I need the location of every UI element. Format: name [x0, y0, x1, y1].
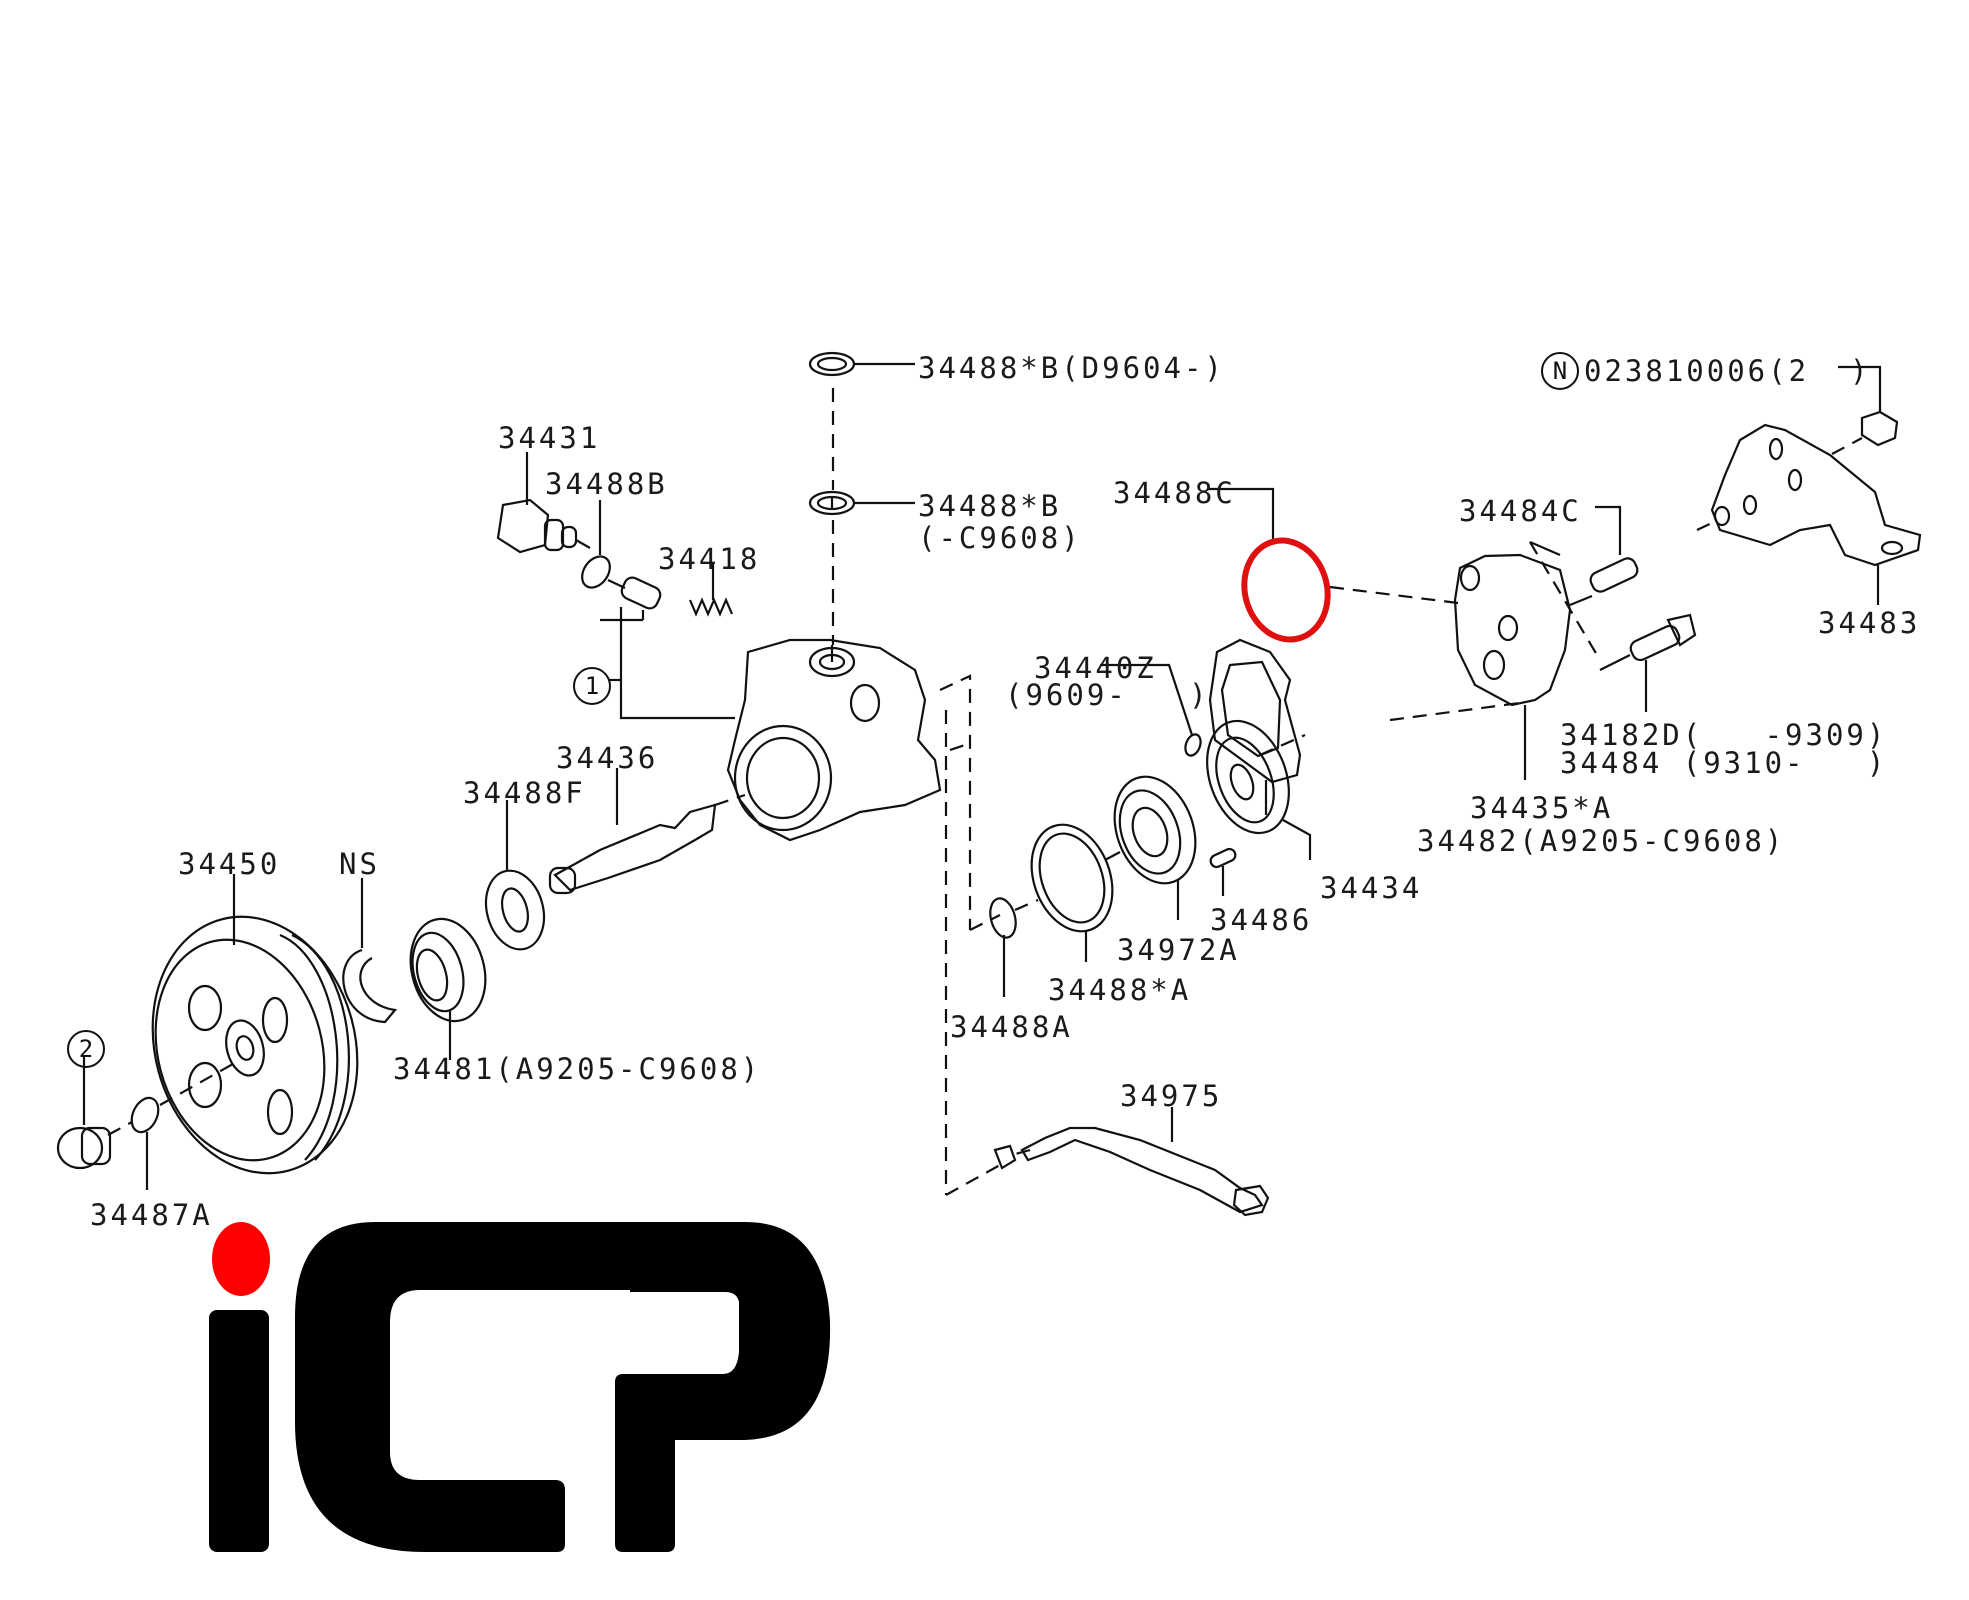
gasket-34482 [1208, 638, 1302, 815]
rear-cover-34435a [1389, 540, 1601, 780]
callout-34418: 34418 [658, 542, 761, 576]
callout-34488b: 34488*B [918, 489, 1062, 523]
pin-34486 [1209, 847, 1237, 896]
pump-body [726, 638, 942, 842]
callout-34488f: 34488F [463, 776, 586, 810]
callout-34483: 34483 [1818, 606, 1921, 640]
logo-letter-i [209, 1310, 269, 1552]
callout-34482: 34482(A9205-C9608) [1417, 824, 1786, 858]
logo-dot-icon [212, 1222, 270, 1296]
callout-34440z: 34440Z [1034, 651, 1157, 685]
callout-34488b-range: (-C9608) [918, 521, 1082, 555]
callout-34481: 34481(A9205-C9608) [393, 1052, 762, 1086]
callout-023810006: 023810006(2 ) [1584, 354, 1871, 388]
bolt-34484c [1569, 505, 1639, 607]
callout-34182d: 34182D( -9309) [1560, 718, 1888, 752]
sensor-34975 [993, 1107, 1270, 1217]
callout-34486: 34486 [1210, 903, 1313, 937]
reference-marker-n: N [1541, 352, 1579, 390]
shaft-34436 [548, 768, 746, 895]
oring-34488b-top [808, 351, 915, 377]
bracket-34483 [1696, 365, 1922, 605]
callout-34484: 34484 (9310- ) [1560, 746, 1888, 780]
rotor-34434 [1206, 719, 1312, 860]
oring-34488c-highlighted [1208, 487, 1459, 643]
oring-34488a [989, 897, 1017, 997]
logo-letter-p [615, 1222, 831, 1552]
washer-34487a [107, 1059, 241, 1190]
callout-34972a: 34972A [1117, 933, 1240, 967]
callout-34975: 34975 [1120, 1079, 1223, 1113]
callout-34450: 34450 [178, 847, 281, 881]
callout-34484c: 34484C [1459, 494, 1582, 528]
bearing-34481 [409, 917, 487, 1060]
callout-34487a: 34487A [90, 1198, 213, 1232]
reference-marker-2: 2 [67, 1030, 105, 1068]
pulley-34450 [151, 874, 359, 1175]
bolt-34182d [1599, 613, 1697, 712]
oring-34488b-mid [808, 490, 915, 516]
oring-34488a-star [1014, 823, 1114, 962]
callout-34431: 34431 [498, 421, 601, 455]
callout-34488a-star: 34488*A [1048, 973, 1192, 1007]
callout-ns: NS [339, 847, 380, 881]
cap-nut [56, 1056, 112, 1170]
logo-letter-c [295, 1222, 635, 1552]
reference-marker-1: 1 [573, 667, 611, 705]
callout-34436: 34436 [556, 741, 659, 775]
seal-34488f [484, 800, 546, 951]
callout-34488b-washer: 34488B [545, 467, 668, 501]
cam-ring-34972a [1104, 775, 1197, 920]
callout-34434: 34434 [1320, 871, 1423, 905]
callout-34488a: 34488A [950, 1010, 1073, 1044]
callout-34488b-d9604: 34488*B(D9604-) [918, 351, 1225, 385]
snap-ring-ns [342, 878, 398, 1024]
callout-34435a: 34435*A [1470, 791, 1614, 825]
callout-34488c: 34488C [1113, 476, 1236, 510]
icp-logo [209, 1222, 831, 1552]
pin-34440z [1100, 663, 1202, 757]
callout-34440z-range: (9609- ) [1005, 678, 1210, 712]
fitting-34431 [496, 452, 591, 554]
washer-34488b [581, 500, 626, 589]
